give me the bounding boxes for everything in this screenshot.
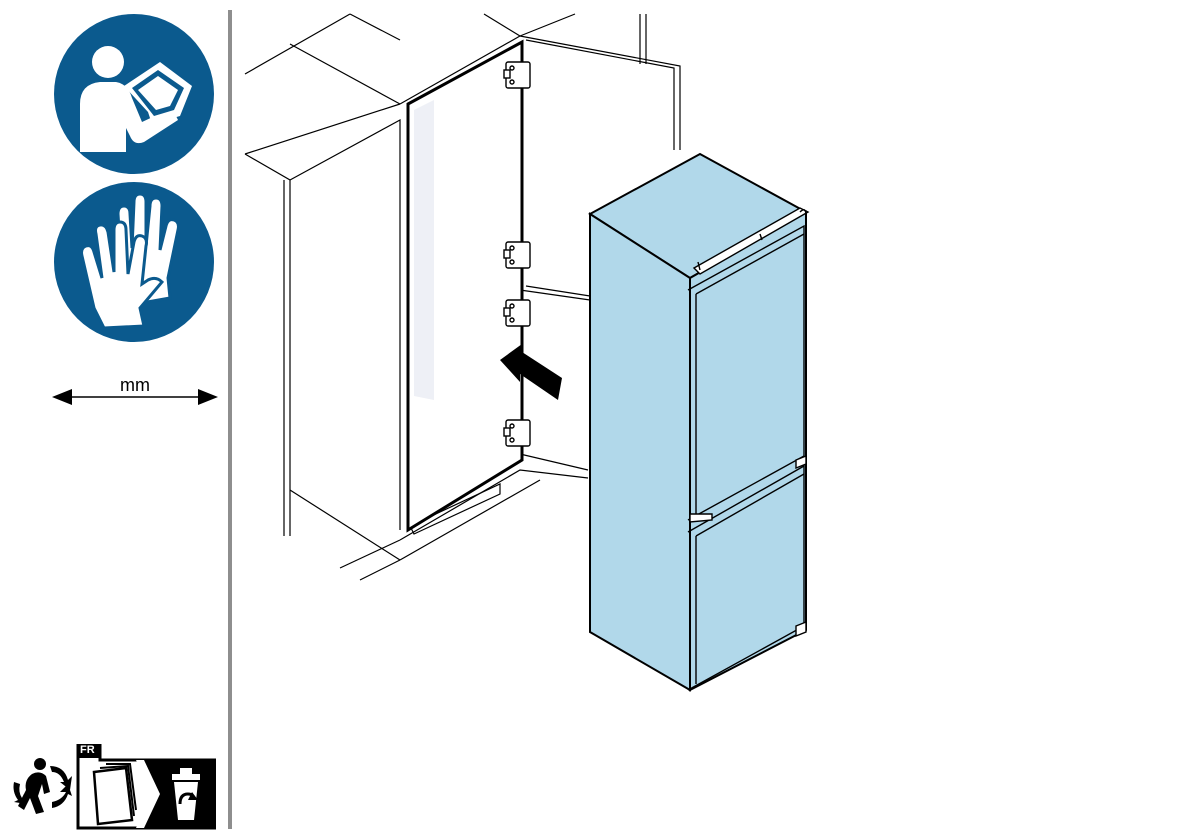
hinge-icon (504, 242, 530, 268)
hinge-icon (504, 62, 530, 88)
fridge-freezer (590, 154, 806, 690)
hinge-icon (504, 300, 530, 326)
hinge-icon (504, 420, 530, 446)
